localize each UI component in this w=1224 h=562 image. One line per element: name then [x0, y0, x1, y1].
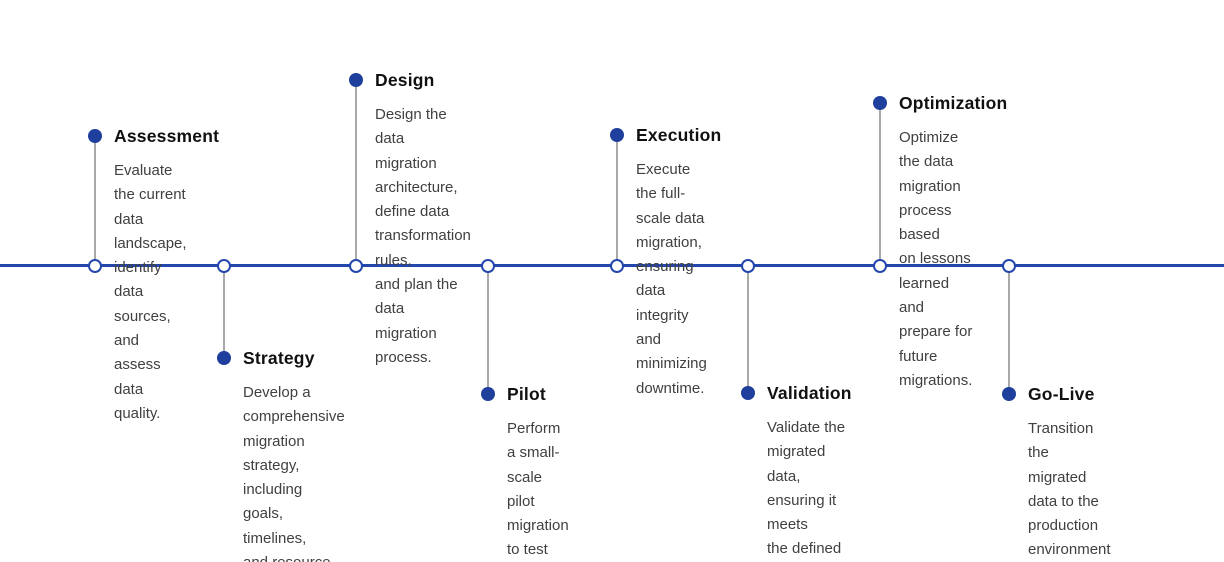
- timeline-node-icon: [741, 258, 755, 273]
- milestone-dot-icon: [481, 387, 495, 401]
- milestone-title: Validation: [767, 383, 852, 403]
- timeline-node-icon: [610, 258, 624, 273]
- timeline-node-icon: [1002, 258, 1016, 273]
- timeline-node-icon: [217, 258, 231, 273]
- connector-line: [487, 265, 489, 394]
- milestone-description: Design the data migration architecture, …: [375, 106, 471, 366]
- timeline-node-icon: [873, 258, 887, 273]
- connector-line: [94, 136, 96, 266]
- milestone-title: Assessment: [114, 126, 220, 146]
- milestone-description: Optimize the data migration process base…: [899, 129, 973, 389]
- timeline-node-icon: [88, 258, 102, 273]
- milestone-description: Transition the migrated data to the prod…: [1028, 420, 1111, 559]
- milestone-description: Evaluate the current data landscape, ide…: [114, 162, 187, 422]
- milestone-title: Optimization: [899, 93, 1008, 113]
- connector-line: [879, 103, 881, 266]
- milestone-dot-icon: [873, 96, 887, 110]
- milestone-title: Execution: [636, 125, 722, 145]
- timeline-node-icon: [481, 258, 495, 273]
- connector-line: [616, 135, 618, 266]
- milestone-description: Execute the full-scale data migration, e…: [636, 161, 707, 397]
- milestone-title: Design: [375, 70, 435, 90]
- milestone-title: Strategy: [243, 348, 315, 368]
- milestone-dot-icon: [741, 386, 755, 400]
- milestone-description: Develop a comprehensive migration strate…: [243, 384, 345, 562]
- connector-line: [355, 80, 357, 266]
- milestone-dot-icon: [349, 73, 363, 87]
- milestone-dot-icon: [610, 128, 624, 142]
- milestone-description: Validate the migrated data, ensuring it …: [767, 419, 846, 558]
- milestone-dot-icon: [88, 129, 102, 143]
- milestone-title: Pilot: [507, 384, 546, 404]
- timeline-node-icon: [349, 258, 363, 273]
- connector-line: [1008, 265, 1010, 394]
- connector-line: [747, 265, 749, 393]
- milestone-title: Go-Live: [1028, 384, 1095, 404]
- connector-line: [223, 265, 225, 358]
- milestone-dot-icon: [1002, 387, 1016, 401]
- milestone-dot-icon: [217, 351, 231, 365]
- milestone-description: Perform a small-scale pilot migration to…: [507, 420, 569, 559]
